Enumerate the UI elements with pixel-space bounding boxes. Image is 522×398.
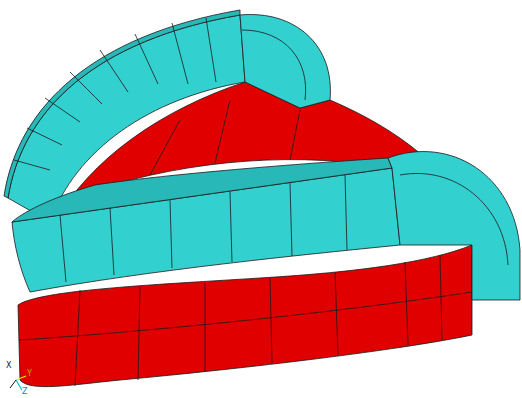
axis-label: Y (27, 370, 32, 378)
axis-label: Z (22, 388, 27, 396)
axis-label: X (6, 362, 11, 370)
